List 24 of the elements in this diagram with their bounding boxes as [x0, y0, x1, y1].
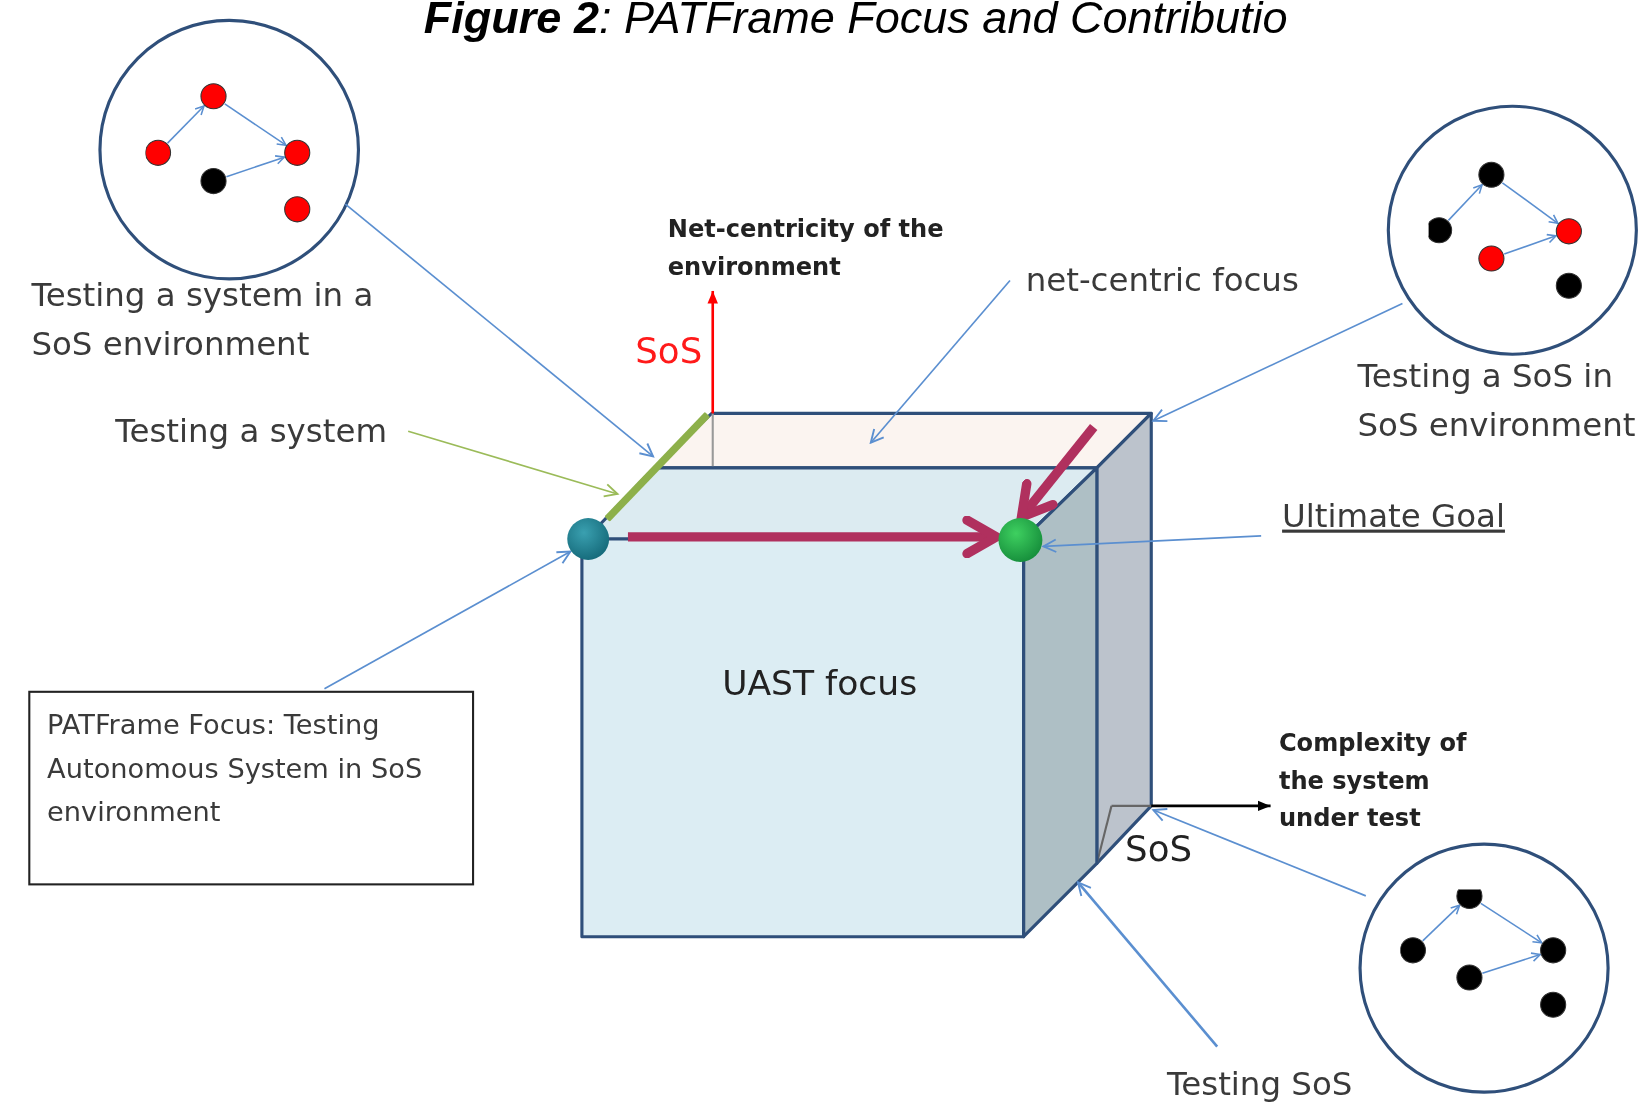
text-box: PATFrame Focus: Testing Autonomous System in SoS environment — [28, 690, 475, 886]
callout-text: net-centric focus — [1025, 255, 1299, 305]
callout-text: Ultimate Goal — [1282, 491, 1505, 541]
axis-title: Complexity of the system under test — [1278, 728, 1468, 834]
caption-text: Testing a system in a SoS environment — [31, 274, 375, 364]
leader-line — [1077, 881, 1219, 1048]
callout-text: Testing SoS — [1166, 1059, 1353, 1108]
caption-text: Testing a SoS in SoS environment — [1357, 355, 1637, 446]
leader-line — [869, 279, 1011, 444]
leader-line — [323, 550, 572, 690]
leader-line — [1152, 808, 1367, 897]
leader-line — [1152, 302, 1404, 422]
callout-text: Testing a system — [115, 406, 387, 455]
leader-line — [1042, 535, 1262, 553]
figure-title: Figure 2: PATFrame Focus and Contributio — [423, 0, 1288, 44]
leader-line — [344, 203, 654, 458]
edge-highlight — [604, 412, 710, 522]
sphere-marker — [567, 518, 610, 560]
axis-title: Net-centricity of the environment — [667, 213, 945, 283]
axis-label: SoS — [1125, 826, 1193, 872]
arrow — [627, 515, 1002, 559]
leader-line — [407, 430, 619, 498]
axis-label: SoS — [635, 328, 703, 374]
focus-label: UAST focus — [722, 661, 918, 706]
